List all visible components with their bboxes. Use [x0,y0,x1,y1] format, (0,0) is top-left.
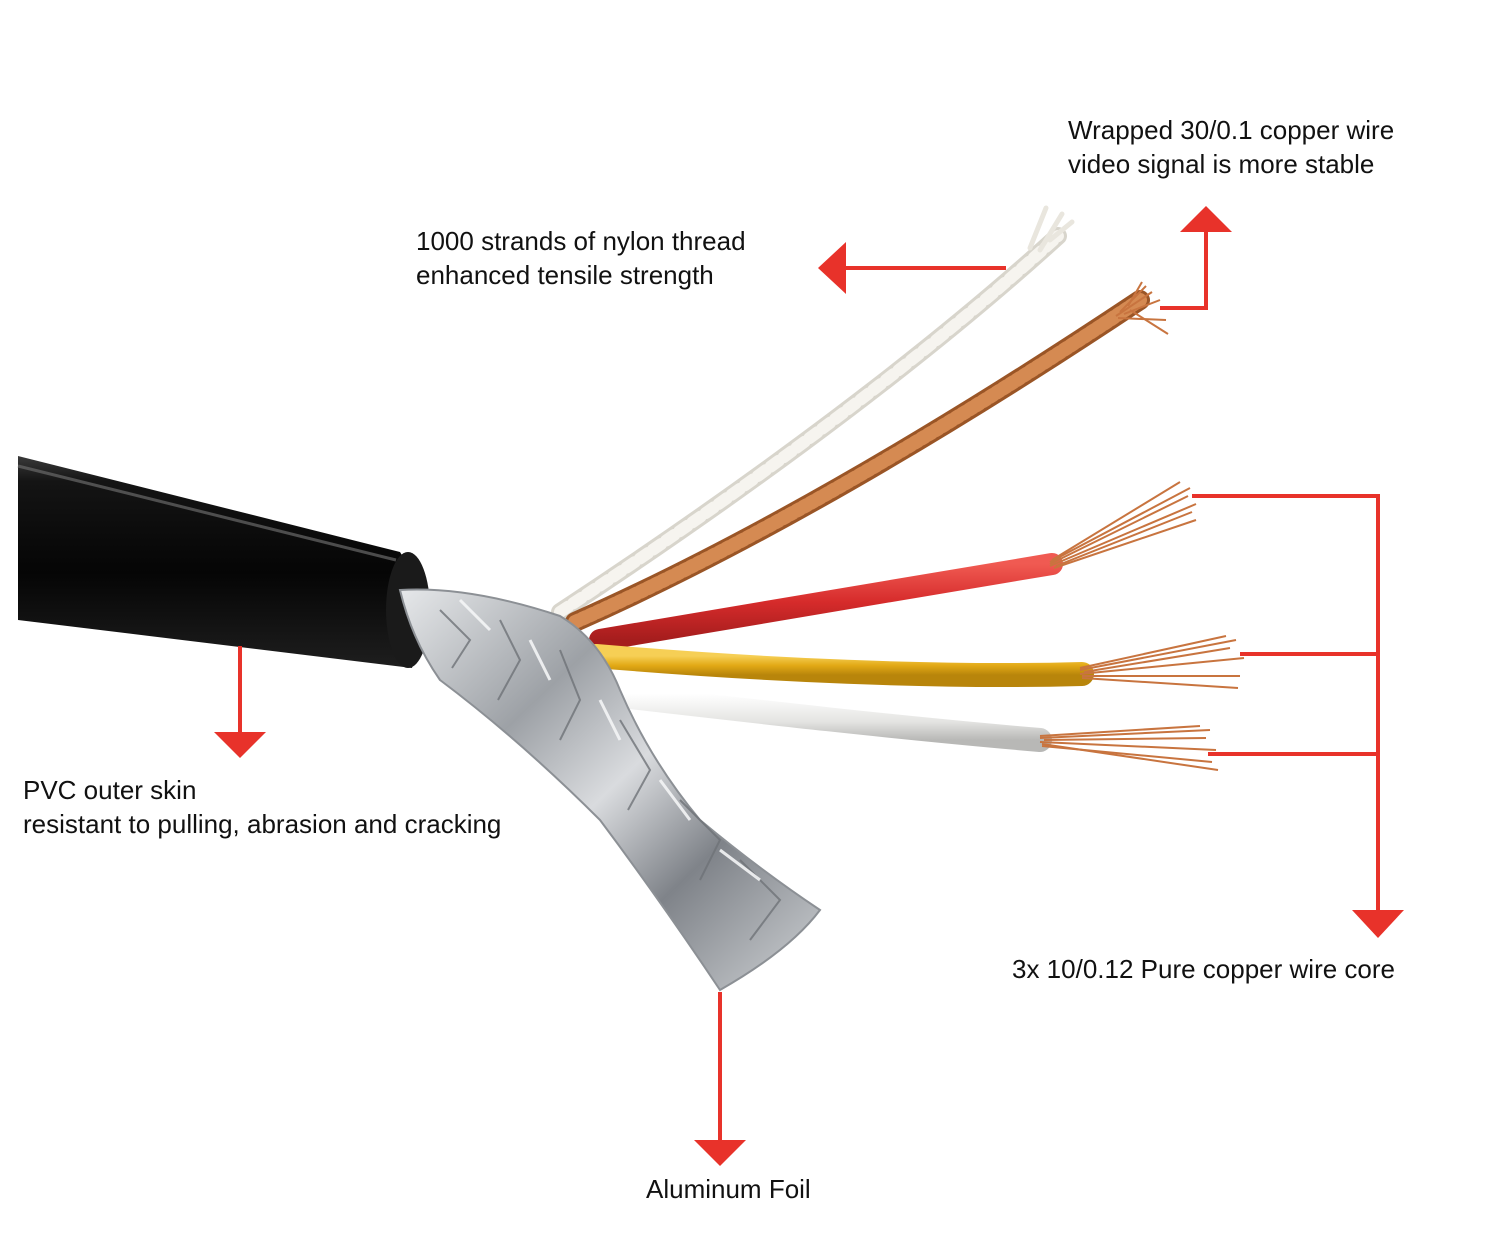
yellow-core-wire [584,635,1245,689]
pvc-jacket [17,456,430,668]
cores-label-line1: 3x 10/0.12 Pure copper wire core [1012,954,1395,984]
red-core-wire [589,481,1197,651]
nylon-label-line1: 1000 strands of nylon thread [416,226,746,256]
aluminum-foil-label: Aluminum Foil [646,1172,811,1206]
pvc-outer-skin-label: PVC outer skin resistant to pulling, abr… [23,773,501,841]
wrapped-copper-label: Wrapped 30/0.1 copper wire video signal … [1068,113,1394,181]
arrow-nylon [818,242,1006,294]
arrow-cores [1192,494,1404,938]
wrapped-copper-label-line1: Wrapped 30/0.1 copper wire [1068,115,1395,145]
wrapped-copper-label-line2: video signal is more stable [1068,149,1375,179]
foil-label-line1: Aluminum Foil [646,1174,811,1204]
arrow-pvc [214,646,266,758]
annotation-arrows [214,206,1404,1166]
braided-copper-wire [565,281,1169,632]
arrow-foil [694,992,746,1166]
pvc-label-line2: resistant to pulling, abrasion and crack… [23,809,502,839]
white-core-wire [592,682,1219,771]
pvc-label-line1: PVC outer skin [23,775,197,805]
nylon-label-line2: enhanced tensile strength [416,260,714,290]
nylon-thread-label: 1000 strands of nylon thread enhanced te… [416,224,746,292]
arrow-wrapped-copper [1160,206,1232,310]
copper-core-label: 3x 10/0.12 Pure copper wire core [1012,952,1395,986]
aluminum-foil [398,588,822,992]
nylon-thread [551,205,1075,621]
